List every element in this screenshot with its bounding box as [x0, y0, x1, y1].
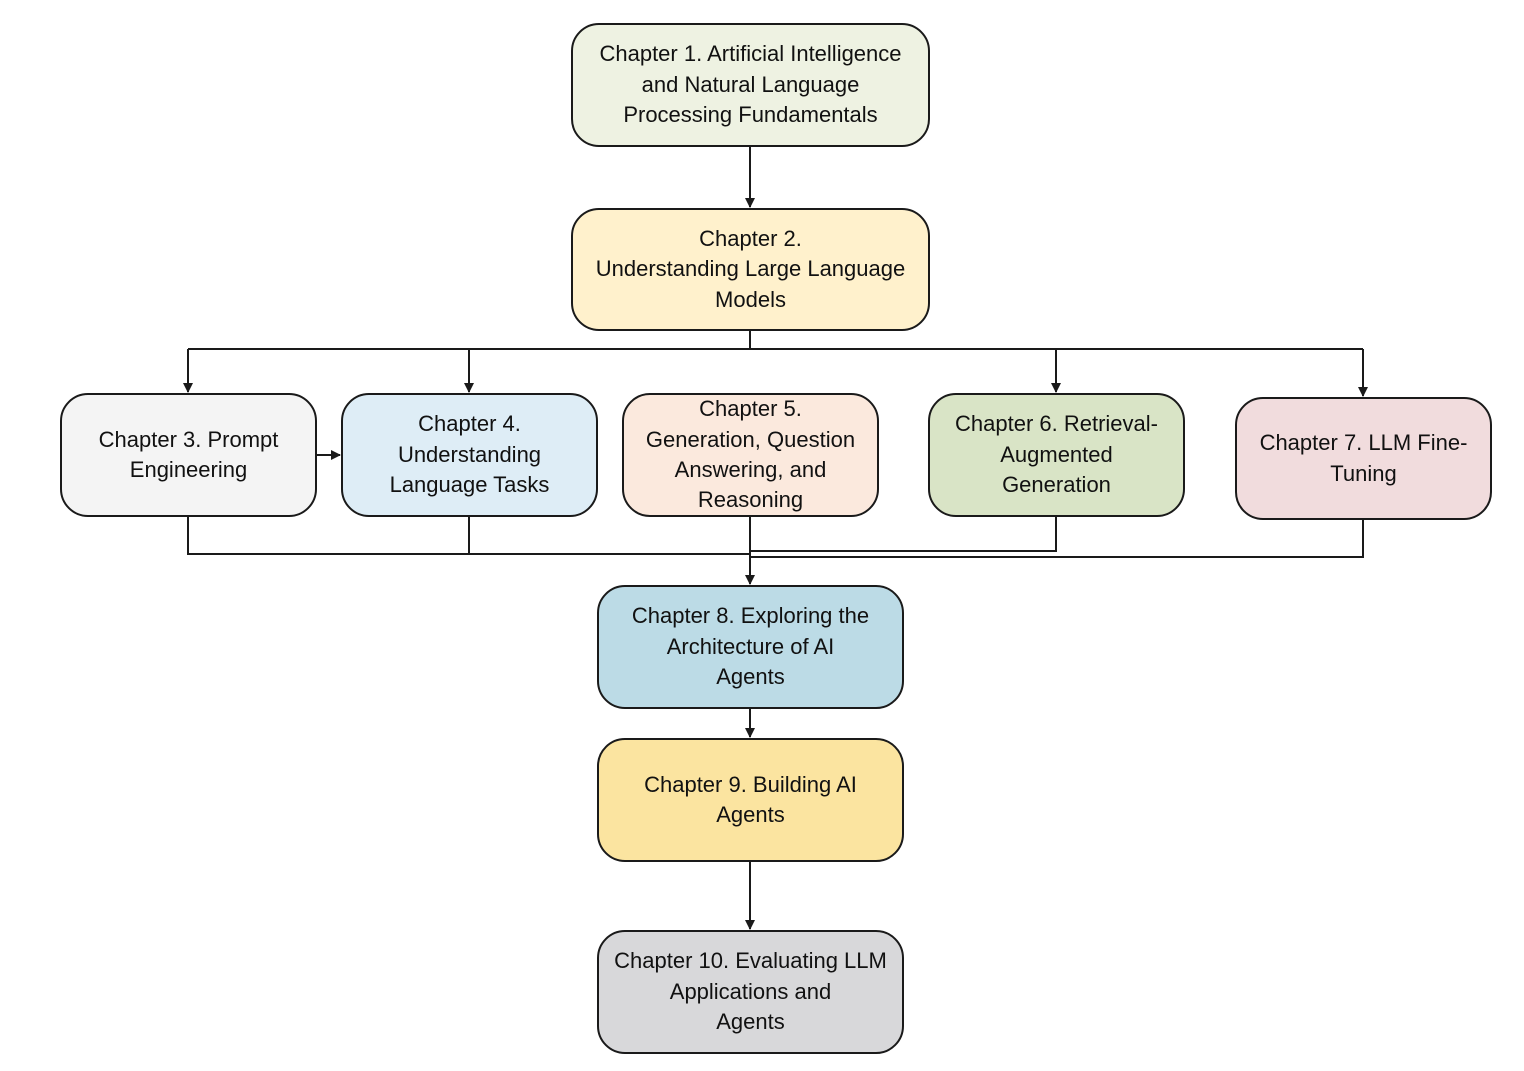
edge-ch6-ch8: [750, 517, 1057, 552]
node-chapter-5[interactable]: Chapter 5. Generation, Question Answerin…: [622, 393, 879, 517]
node-chapter-7[interactable]: Chapter 7. LLM Fine- Tuning: [1235, 397, 1492, 520]
node-chapter-7-label: Chapter 7. LLM Fine- Tuning: [1259, 430, 1468, 486]
node-chapter-9[interactable]: Chapter 9. Building AI Agents: [597, 738, 904, 862]
node-chapter-5-label: Chapter 5. Generation, Question Answerin…: [645, 396, 856, 513]
node-chapter-3[interactable]: Chapter 3. Prompt Engineering: [60, 393, 317, 517]
node-chapter-1-label: Chapter 1. Artificial Intelligence and N…: [599, 41, 902, 128]
edge-ch7-ch8: [750, 520, 1364, 558]
node-chapter-6[interactable]: Chapter 6. Retrieval- Augmented Generati…: [928, 393, 1185, 517]
node-chapter-8-label: Chapter 8. Exploring the Architecture of…: [631, 603, 870, 690]
node-chapter-10[interactable]: Chapter 10. Evaluating LLM Applications …: [597, 930, 904, 1054]
node-chapter-4[interactable]: Chapter 4. Understanding Language Tasks: [341, 393, 598, 517]
node-chapter-8[interactable]: Chapter 8. Exploring the Architecture of…: [597, 585, 904, 709]
node-chapter-6-label: Chapter 6. Retrieval- Augmented Generati…: [955, 411, 1158, 498]
node-chapter-9-label: Chapter 9. Building AI Agents: [644, 771, 857, 827]
edge-ch3-ch8: [187, 517, 750, 555]
node-chapter-2-label: Chapter 2. Understanding Large Language …: [595, 225, 906, 312]
node-chapter-2[interactable]: Chapter 2. Understanding Large Language …: [571, 208, 930, 331]
node-chapter-3-label: Chapter 3. Prompt Engineering: [98, 426, 279, 482]
node-chapter-10-label: Chapter 10. Evaluating LLM Applications …: [614, 948, 887, 1035]
node-chapter-1[interactable]: Chapter 1. Artificial Intelligence and N…: [571, 23, 930, 147]
node-chapter-4-label: Chapter 4. Understanding Language Tasks: [389, 411, 550, 498]
